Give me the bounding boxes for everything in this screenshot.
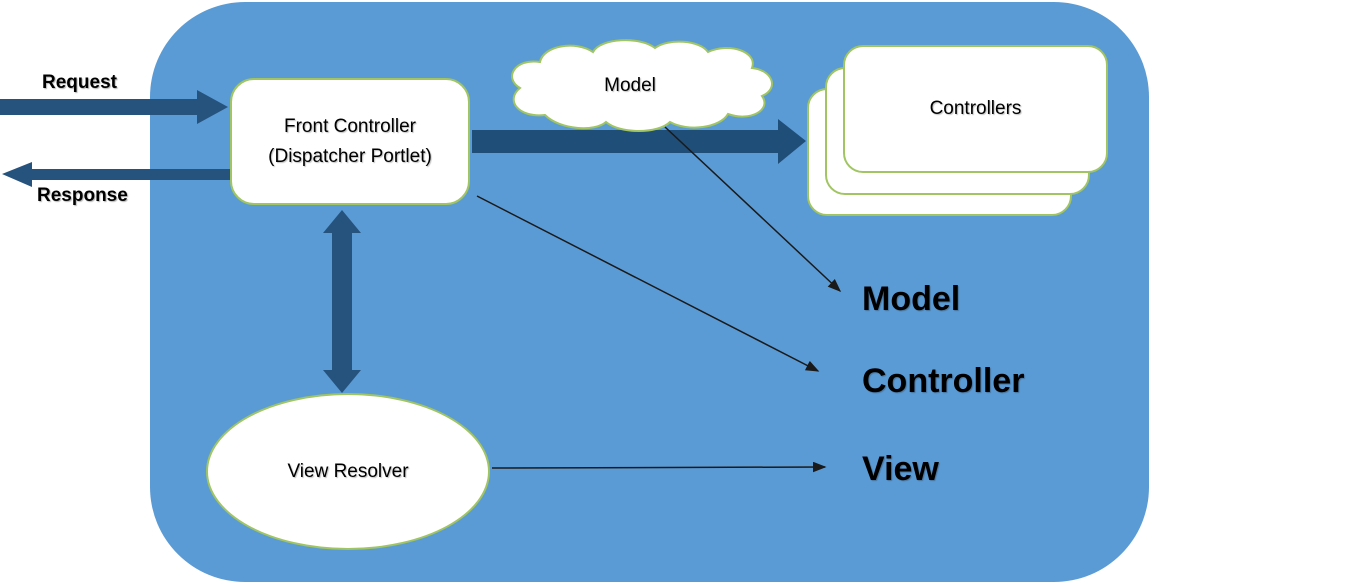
front-controller-label-line1: Front Controller: [284, 116, 416, 138]
controllers-label: Controllers: [929, 98, 1022, 120]
view-resolver-label: View Resolver: [287, 460, 409, 482]
front-controller-label-line2: (Dispatcher Portlet): [268, 145, 432, 167]
response-label: Response: [37, 185, 128, 206]
controller-mvc-label: Controller: [862, 362, 1025, 400]
view-mvc-label: View: [862, 450, 939, 488]
model-mvc-label: Model: [862, 280, 961, 318]
controllers-card-front: Controllers: [843, 45, 1108, 173]
view-resolver-ellipse: View Resolver: [206, 393, 490, 550]
model-cloud-label: Model: [604, 75, 656, 96]
front-controller-box: Front Controller (Dispatcher Portlet): [230, 78, 470, 205]
request-label: Request: [42, 72, 117, 93]
